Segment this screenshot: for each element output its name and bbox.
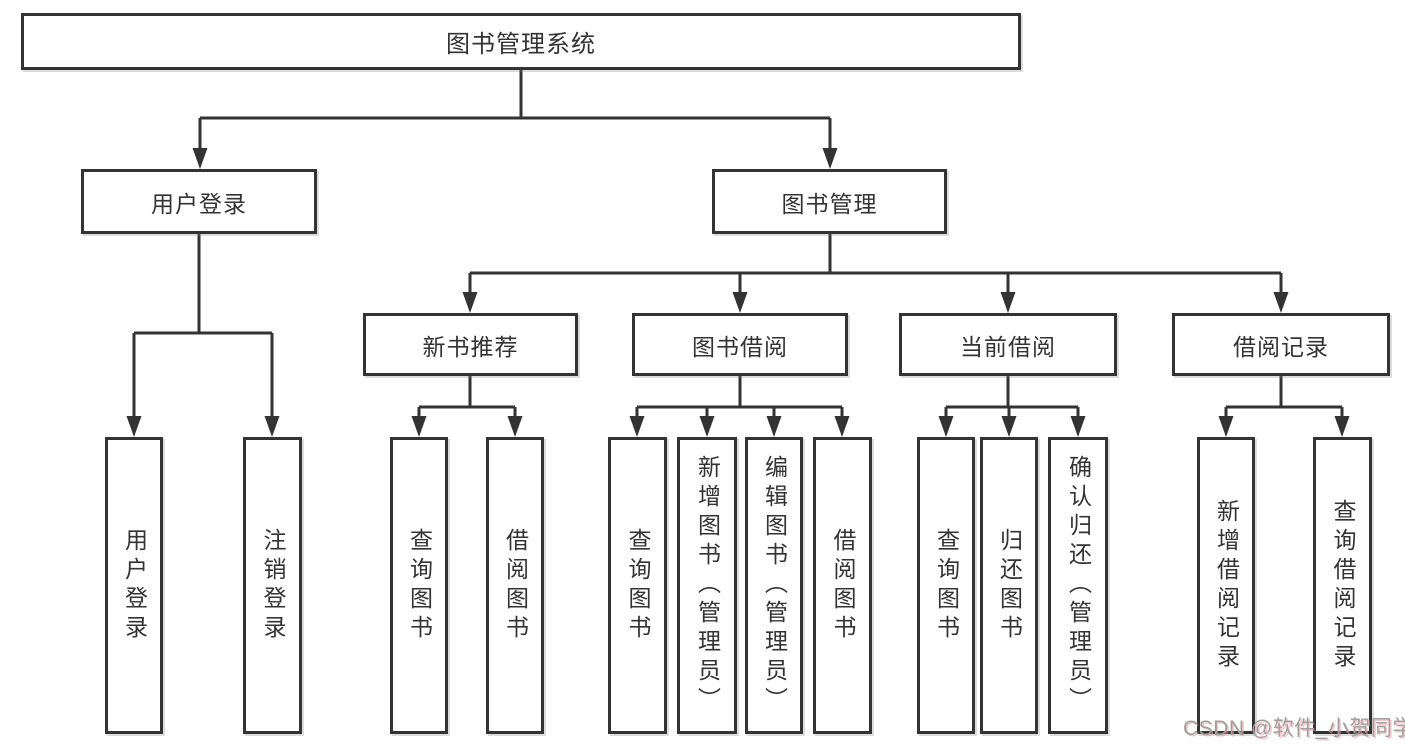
arrowheads — [126, 148, 1350, 437]
node-system-root-label: 图书管理系统 — [446, 31, 596, 58]
node-user-login: 用户登录 — [81, 169, 317, 234]
leaf-confirm-return-admin: 确认归还（管理员） — [1048, 437, 1108, 734]
leaf-confirm-return-admin-label: 确认归还（管理员） — [1065, 455, 1092, 716]
leaf-edit-books-admin-label: 编辑图书（管理员） — [761, 455, 788, 716]
leaf-add-books-admin-label: 新增图书（管理员） — [694, 455, 721, 716]
leaf-borrow-books: 借阅图书 — [813, 437, 872, 734]
leaf-borrow-query-books: 查询图书 — [608, 437, 667, 734]
leaf-borrow-query-books-label: 查询图书 — [625, 527, 651, 644]
leaf-newbook-borrow-books: 借阅图书 — [486, 437, 544, 734]
node-book-management-label: 图书管理 — [781, 190, 878, 217]
leaf-add-borrow-record-label: 新增借阅记录 — [1213, 498, 1240, 673]
csdn-watermark: CSDN @软件_小贺同学 — [1183, 717, 1405, 740]
node-borrow-records-label: 借阅记录 — [1233, 333, 1329, 360]
node-current-borrow-label: 当前借阅 — [960, 333, 1056, 360]
leaf-query-borrow-record: 查询借阅记录 — [1313, 437, 1372, 734]
leaf-current-query-books-label: 查询图书 — [933, 527, 960, 644]
leaf-return-books-label: 归还图书 — [996, 527, 1023, 644]
leaf-logout: 注销登录 — [243, 437, 302, 734]
leaf-newbook-query-books-label: 查询图书 — [406, 527, 433, 644]
leaf-query-borrow-record-label: 查询借阅记录 — [1330, 498, 1356, 673]
leaf-user-login-label: 用户登录 — [121, 527, 148, 644]
leaf-current-query-books: 查询图书 — [917, 437, 975, 734]
leaf-user-login: 用户登录 — [105, 437, 163, 734]
node-current-borrow: 当前借阅 — [899, 313, 1117, 376]
leaf-add-books-admin: 新增图书（管理员） — [677, 437, 737, 734]
leaf-return-books: 归还图书 — [980, 437, 1038, 734]
leaf-newbook-query-books: 查询图书 — [390, 437, 448, 734]
node-new-book-recommend-label: 新书推荐 — [422, 333, 519, 360]
leaf-edit-books-admin: 编辑图书（管理员） — [745, 437, 803, 734]
leaf-newbook-borrow-books-label: 借阅图书 — [502, 527, 529, 644]
node-book-borrow: 图书借阅 — [632, 313, 848, 376]
node-book-borrow-label: 图书借阅 — [692, 333, 788, 360]
node-user-login-label: 用户登录 — [151, 190, 247, 217]
node-system-root: 图书管理系统 — [21, 13, 1021, 70]
leaf-logout-label: 注销登录 — [260, 527, 286, 644]
node-book-management: 图书管理 — [712, 169, 947, 234]
leaf-borrow-books-label: 借阅图书 — [830, 527, 856, 644]
leaf-add-borrow-record: 新增借阅记录 — [1197, 437, 1255, 734]
node-borrow-records: 借阅记录 — [1172, 313, 1390, 376]
node-new-book-recommend: 新书推荐 — [363, 313, 578, 376]
